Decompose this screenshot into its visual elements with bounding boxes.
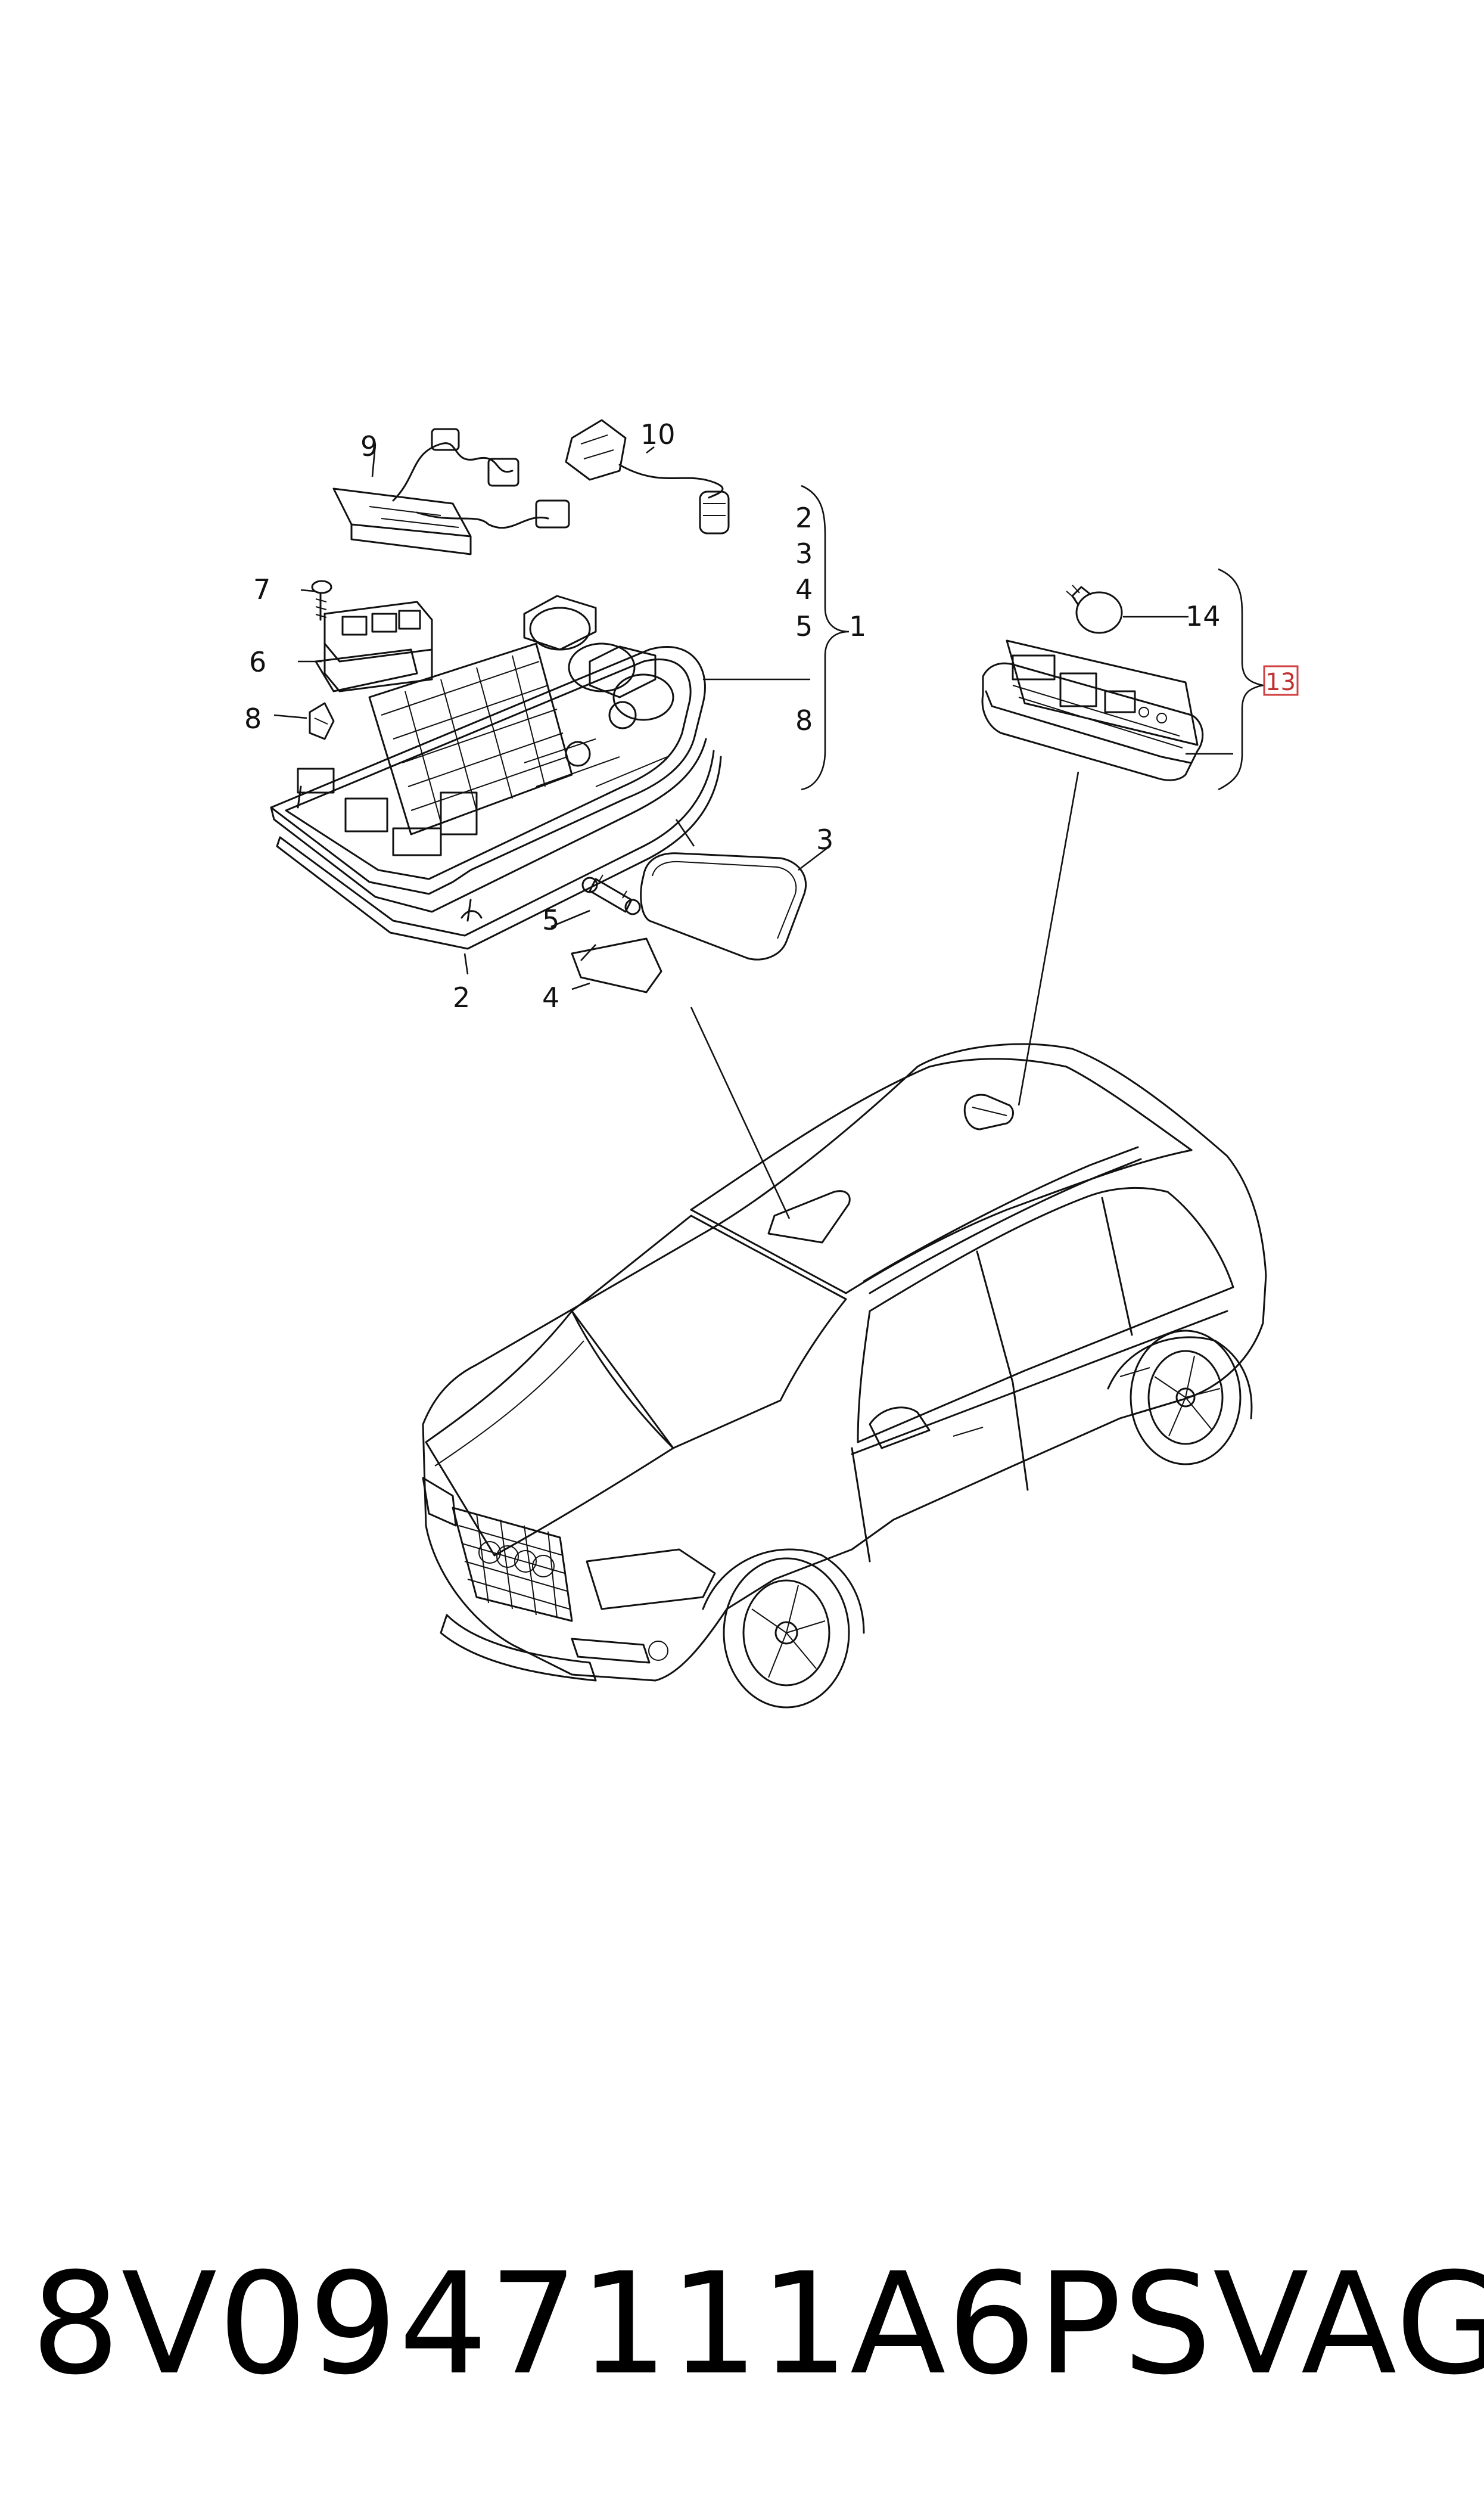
callout-9: 9 [360,430,378,462]
car-illustration [422,1043,1267,1709]
clip-part [309,702,335,740]
callout-bracket-2: 2 [795,502,813,534]
callout-8: 8 [244,703,262,735]
callout-bracket-4: 4 [795,573,813,605]
lens-cover-large-part [640,852,807,961]
leader-lines [273,443,1278,1219]
bulb-14-part [1066,585,1123,634]
callout-2: 2 [453,981,470,1014]
part-number-label: 8V0947111A6PS [31,2242,1214,2406]
callout-10: 10 [640,418,676,451]
brand-label: VAG [1213,2242,1484,2406]
callout-6: 6 [249,646,266,678]
wiring-harness-part [332,428,570,555]
cable-connector-part [565,419,730,535]
callout-13: 13 [1265,669,1296,696]
screw-part [311,580,332,621]
callout-labels: 9 10 7 6 8 2 3 4 5 1 8 3 5 4 2 14 13 [244,418,1299,1014]
callout-1: 1 [849,610,866,642]
callout-7: 7 [253,573,270,605]
callout-bracket-8: 8 [795,704,813,737]
callout-13-box [1263,665,1299,696]
lens-cover-small-part [571,937,662,993]
switch-block-part [315,601,433,692]
callout-bracket-3: 3 [795,538,813,570]
callout-3: 3 [816,824,833,856]
callout-14: 14 [1186,600,1221,632]
caption-bar: 8V0947111A6PS VAG [31,2241,1484,2408]
callout-4: 4 [542,981,559,1014]
callout-bracket-5: 5 [795,610,813,642]
bulb-part [581,874,641,915]
roof-lamp-part [981,639,1204,781]
roof-console-part [270,595,722,950]
callout-5: 5 [542,904,559,936]
